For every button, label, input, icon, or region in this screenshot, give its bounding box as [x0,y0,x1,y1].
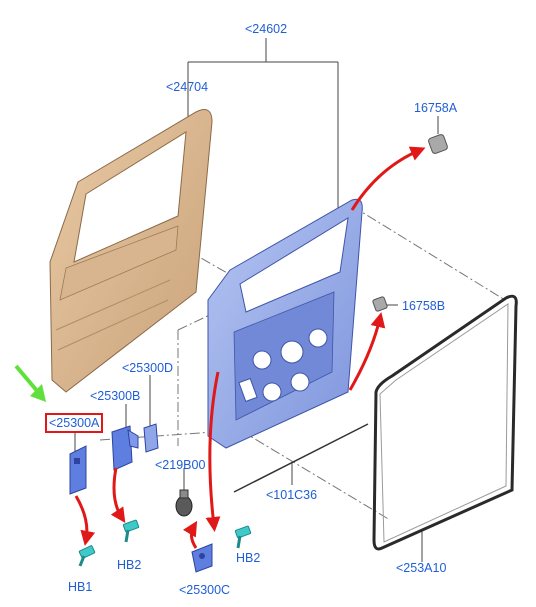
bumper-16758a [428,134,448,154]
door-seal-inner [379,303,509,543]
bolt-hb1 [78,545,96,567]
assembly-line-3 [239,429,391,521]
callout-219b00[interactable]: <219B00 [155,458,206,472]
pointer-arrow [14,364,46,402]
callout-101c36[interactable]: <101C36 [266,488,318,502]
flow-arrows [74,146,426,549]
bolt-hb2-right [234,525,252,549]
flow-arrow-to-hb2 [110,467,126,523]
strip-molding [233,423,369,493]
outer-door-panel [49,109,213,393]
callout-25300a[interactable]: <25300A [44,413,104,433]
door-seal [372,294,518,551]
callout-25300c[interactable]: <25300C [179,583,231,597]
callout-hb2-left[interactable]: HB2 [117,558,142,572]
flow-arrow-to-16758a [350,146,426,211]
callout-24704[interactable]: <24704 [166,80,209,94]
assembly-line-2 [351,205,506,301]
callout-24602[interactable]: <24602 [245,22,288,36]
hinge-25300a [69,445,87,495]
callout-25300d[interactable]: <25300D [122,361,174,375]
callout-16758b[interactable]: 16758B [402,299,446,313]
flow-arrow-to-16758b [348,312,386,391]
leader-lines [74,38,439,562]
bolt-hb2-left [122,519,140,543]
flow-arrow-219b00 [182,520,198,549]
callout-hb2-right[interactable]: HB2 [236,551,261,565]
callout-253a10[interactable]: <253A10 [396,561,447,575]
callout-25300b[interactable]: <25300B [90,389,141,403]
inner-door-frame [207,198,363,449]
bumper-219b00 [175,489,193,517]
callout-16758a[interactable]: 16758A [414,101,458,115]
flow-arrow-to-25300c [205,371,221,532]
hinge-25300d [143,423,159,453]
hinge-25300b [111,425,139,471]
hinge-25300c [191,543,213,573]
callout-hb1[interactable]: HB1 [68,580,93,594]
assembly-line-5 [177,311,217,331]
bumper-16758b [372,296,388,312]
flow-arrow-to-hb1 [74,495,96,546]
